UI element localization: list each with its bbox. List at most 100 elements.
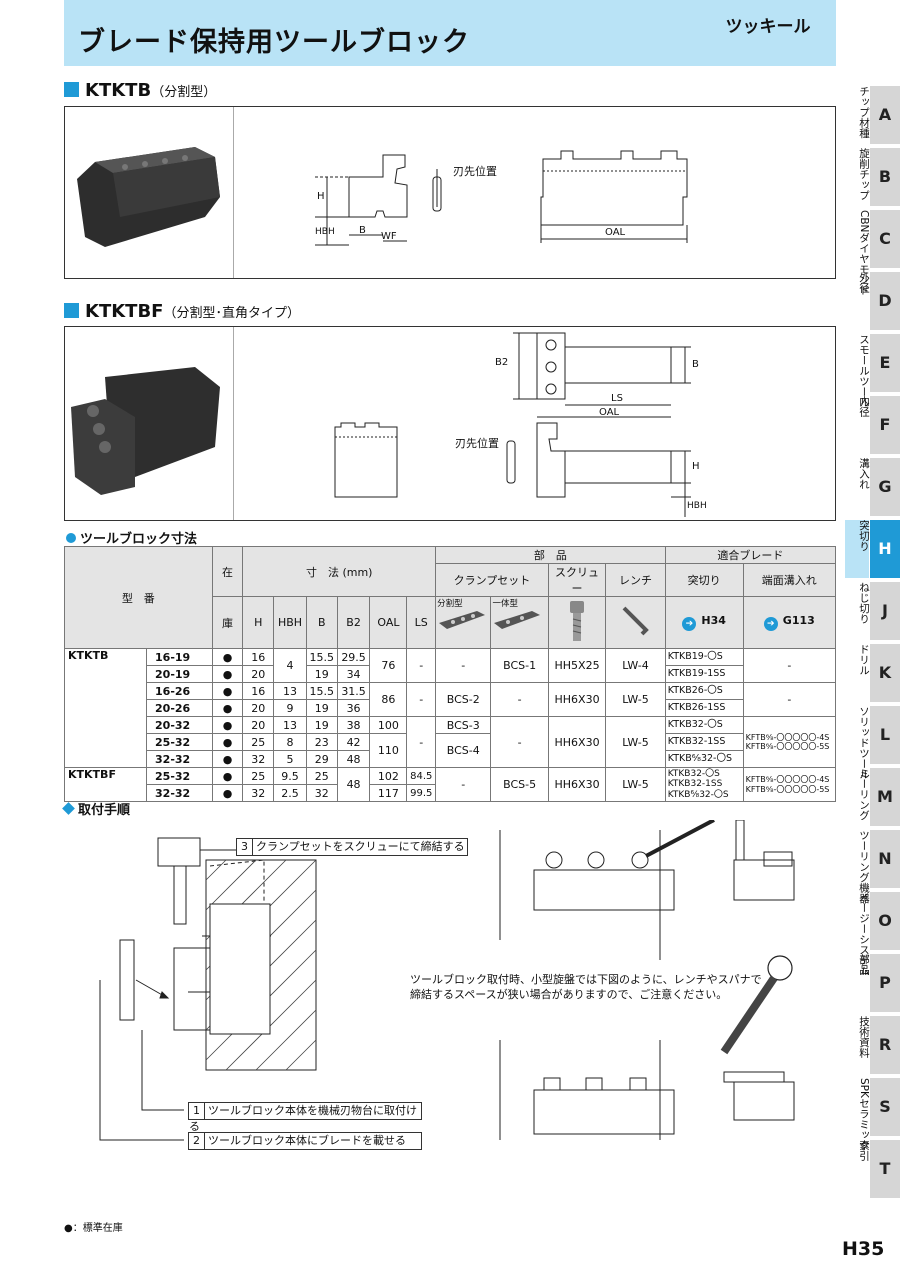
side-index-label-g: 溝入れ [858, 458, 870, 490]
side-index-tab-a[interactable]: A [870, 86, 900, 144]
table-heading: ツールブロック寸法 [66, 528, 197, 547]
brand-label: ツッキール [725, 17, 811, 37]
side-index-label-s: SPKセラミック [858, 1078, 870, 1151]
diamond-bullet-icon [62, 802, 75, 815]
side-index-tab-c[interactable]: C [870, 210, 900, 268]
circle-bullet-icon [66, 533, 76, 543]
clamp-single-icon [494, 611, 541, 629]
col-b2: B2 [336, 596, 371, 649]
ktktbf-side-view [506, 422, 691, 517]
side-index-tab-o[interactable]: O [870, 892, 900, 950]
side-index-tab-r[interactable]: R [870, 1016, 900, 1074]
side-index-tab-g[interactable]: G [870, 458, 900, 516]
screw-icon [570, 601, 585, 641]
side-index-tab-s[interactable]: S [870, 1078, 900, 1136]
ktktb-side-view [315, 154, 442, 246]
arrow-right-icon: ➔ [682, 617, 697, 631]
col-split: 分割型 [435, 596, 492, 649]
ktktbf-figure: B2 B LS OAL 刃先位置 H HBH [64, 326, 836, 521]
label-edge-position: 刃先位置 [453, 165, 497, 178]
side-index-label-c: CBNダイヤモンド [858, 210, 870, 296]
side-index-label-h: 突切り [845, 520, 870, 578]
side-index-tab-d[interactable]: D [870, 272, 900, 330]
label-b: B [692, 359, 699, 370]
ktktb-name: KTKTB [85, 80, 152, 101]
side-index-tab-m[interactable]: M [870, 768, 900, 826]
square-bullet-icon [64, 82, 79, 97]
col-blade: 適合ブレード [664, 546, 837, 564]
figure-divider [233, 327, 234, 520]
ktktb-type: （分割型） [151, 85, 217, 100]
label-h: H [317, 191, 325, 202]
label-h: H [692, 461, 700, 472]
page-title: ブレード保持用ツールブロック [78, 27, 470, 58]
col-b: B [305, 596, 338, 649]
tool-block-dimension-table: 型 番 在 寸 法 (mm) 部 品 適合ブレード クランプセット スクリュー … [63, 546, 837, 802]
label-oal: OAL [605, 227, 626, 238]
side-index-tab-b[interactable]: B [870, 148, 900, 206]
ktktbf-name: KTKTBF [85, 301, 164, 322]
side-index-tab-j[interactable]: J [870, 582, 900, 640]
stock-legend: ●：標準在庫 [64, 1223, 123, 1234]
ktktb-front-view [540, 150, 688, 243]
ktktb-photo [77, 147, 220, 247]
side-index-tab-l[interactable]: L [870, 706, 900, 764]
side-index-label-a: チップ材種 [858, 86, 870, 139]
side-index-tab-n[interactable]: N [870, 830, 900, 888]
assembly-right-top [499, 820, 795, 960]
col-hbh: HBH [273, 596, 307, 649]
ktktbf-top-view [513, 332, 691, 418]
label-oal: OAL [599, 407, 620, 418]
table-row: 32-32 ● 32 5 29 48 KTKB⁶⁄₈32-〇S [65, 750, 836, 768]
section-ktktb-title: KTKTB（分割型） [64, 80, 216, 101]
side-index-tab-f[interactable]: F [870, 396, 900, 454]
col-model: 型 番 [64, 546, 213, 649]
screw-icon-cell [547, 596, 607, 649]
label-b2: B2 [495, 357, 509, 368]
caution-note: ツールブロック取付時、小型旋盤では下図のように、レンチやスパナで 締結するスペー… [410, 973, 762, 1001]
ktktbf-photo [71, 367, 220, 495]
side-index-label-b: 旋削チップ [858, 148, 870, 201]
side-index-label-p: 部品 [858, 954, 870, 975]
side-index-label-r: 技術資料 [858, 1016, 870, 1058]
square-bullet-icon [64, 303, 79, 318]
hex-wrench-icon [623, 606, 650, 636]
side-index-label-k: ドリル [858, 644, 870, 676]
side-index-label-f: 内径 [858, 396, 870, 417]
col-ls: LS [406, 596, 437, 649]
side-index-label-l: ソリッドツール [858, 706, 870, 780]
table-row: 20-32 ● 20 13 19 38 100 - BCS-3 - HH6X30… [65, 716, 837, 768]
table-row: KTKTBF 25-32 ● 25 9.5 25 48 102 84.5 - B… [63, 767, 837, 802]
page-number: H35 [842, 1238, 885, 1260]
side-index-tab-h[interactable]: H [870, 520, 900, 578]
col-screw: スクリュー [547, 563, 607, 597]
side-index-tab-e[interactable]: E [870, 334, 900, 392]
side-index-label-n: ツーリング機器 [858, 830, 870, 904]
section-ktktbf-title: KTKTBF（分割型･直角タイプ） [64, 301, 300, 322]
side-index-label-j: ねじ切り [858, 582, 870, 624]
col-single: 一体型 [490, 596, 549, 649]
label-hbh: HBH [687, 501, 707, 511]
col-stock-2: 庫 [211, 596, 244, 649]
col-cutoff: 突切り [664, 563, 744, 597]
clamp-split-icon [439, 611, 486, 629]
label-ls: LS [611, 393, 623, 404]
label-hbh: HBH [315, 227, 335, 237]
ktktb-figure: 刃先位置 H HBH B WF OAL [64, 106, 836, 279]
side-index-label-d: 外径 [858, 272, 870, 293]
col-clamp: クランプセット [435, 563, 549, 597]
table-row: 32-32 ● 32 2.5 32 117 99.5 [65, 784, 836, 802]
col-face: 端面溝入れ [742, 563, 837, 597]
col-stock: 在 [211, 546, 244, 597]
side-index-tab-p[interactable]: P [870, 954, 900, 1012]
figure-divider [233, 107, 234, 278]
side-index-tab-t[interactable]: T [870, 1140, 900, 1198]
label-b: B [359, 225, 366, 236]
ktktbf-type: （分割型･直角タイプ） [163, 306, 300, 321]
procedure-heading: 取付手順 [62, 799, 130, 818]
side-index-tab-k[interactable]: K [870, 644, 900, 702]
leader-lines [99, 849, 238, 1141]
wrench-icon-cell [605, 596, 666, 649]
